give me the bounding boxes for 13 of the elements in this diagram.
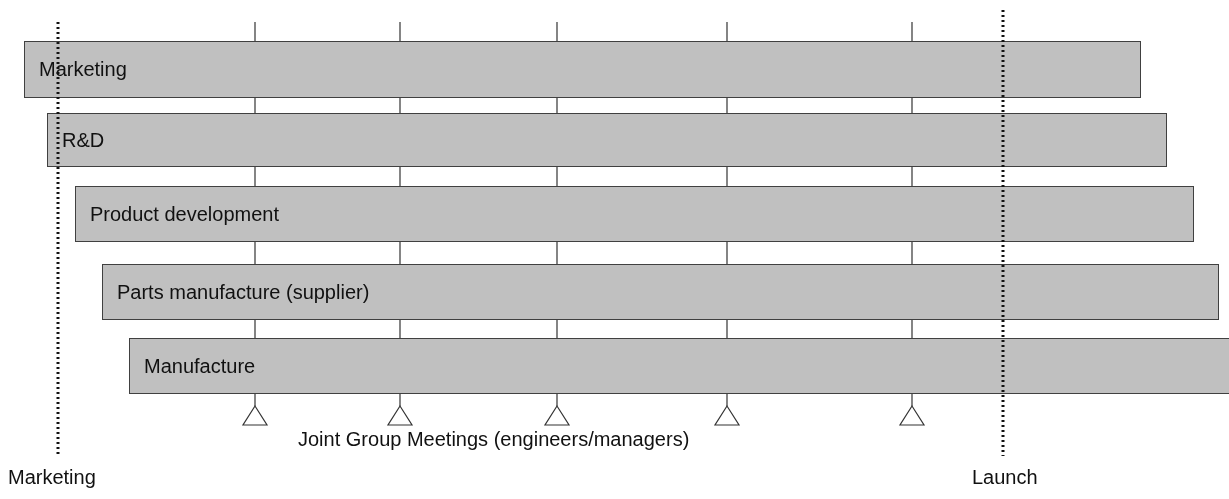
phase-label: Manufacture [143, 354, 256, 378]
phase-bar [129, 338, 1229, 394]
meetings-caption: Joint Group Meetings (engineers/managers) [298, 428, 690, 451]
phase-bar [102, 264, 1219, 320]
milestone-label: Marketing [8, 466, 96, 489]
phase-bar [47, 113, 1167, 167]
milestone-label: Launch [972, 466, 1038, 489]
phase-bar [75, 186, 1194, 242]
phase-label: Marketing [38, 58, 127, 81]
phase-label: R&D [61, 128, 105, 152]
phase-label: Parts manufacture (supplier) [116, 280, 370, 304]
phase-label: Product development [89, 202, 279, 226]
phase-bar [24, 41, 1141, 98]
